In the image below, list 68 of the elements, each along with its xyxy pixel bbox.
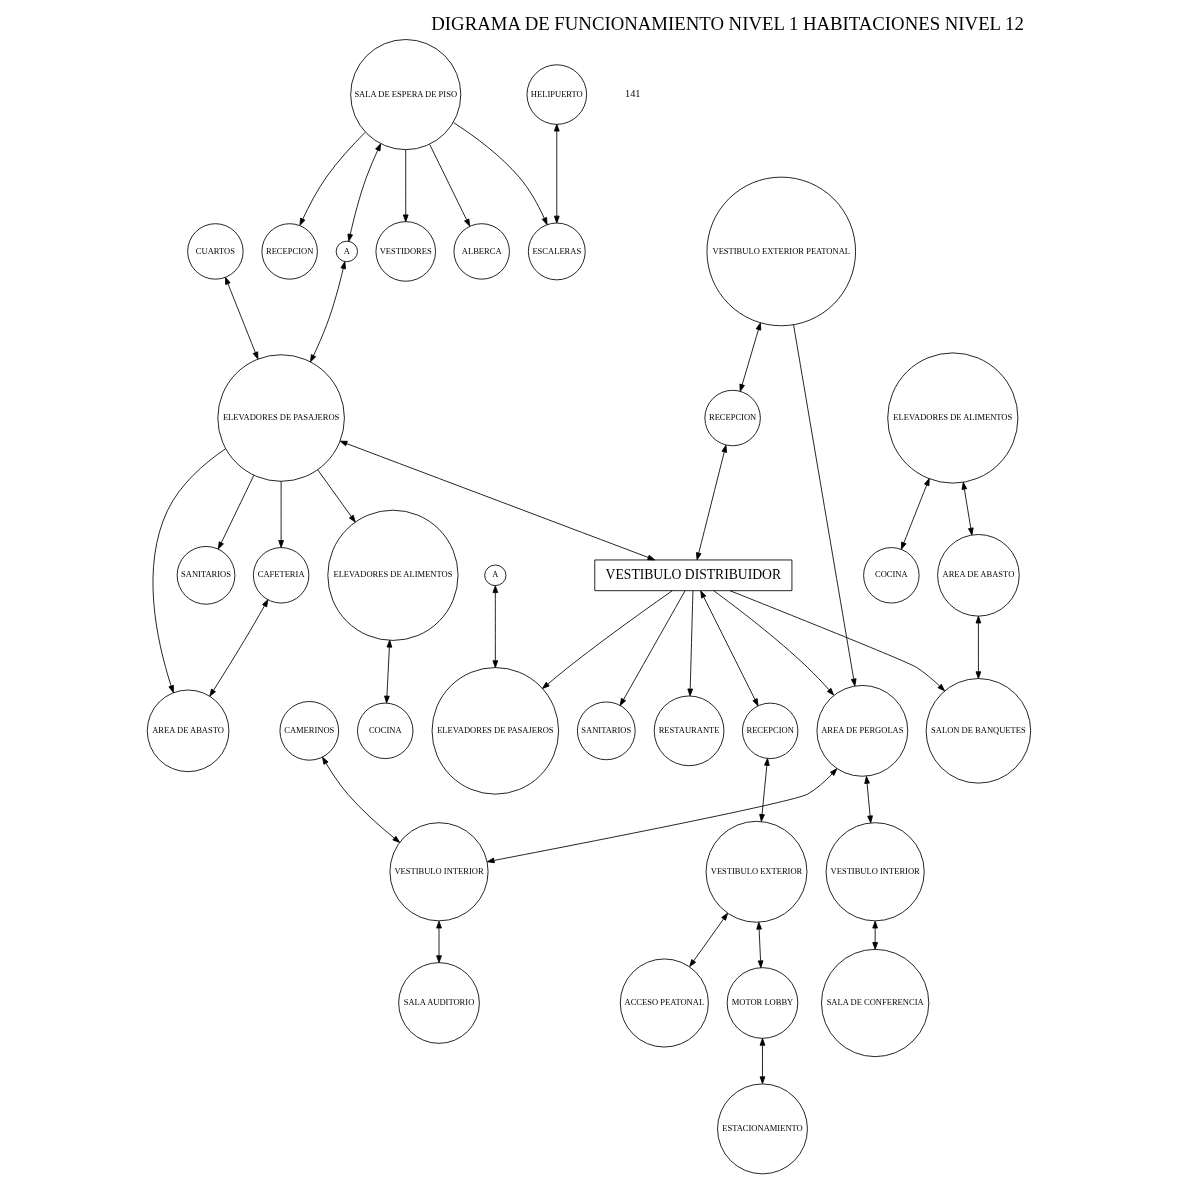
arrow xyxy=(299,131,366,226)
node-circle: CAFETERIA xyxy=(252,547,309,604)
arrow xyxy=(553,123,560,224)
arrow xyxy=(339,440,655,561)
arrow xyxy=(686,590,693,697)
node-circle: VESTIDORES xyxy=(375,221,436,282)
arrow xyxy=(492,585,498,668)
arrow xyxy=(729,590,945,692)
arrow xyxy=(738,322,761,392)
node-circle: ELEVADORES DE PASAJEROS xyxy=(431,667,559,795)
arrow xyxy=(975,615,981,679)
node-circle: SANITARIOS xyxy=(576,701,636,761)
arrow xyxy=(152,448,226,693)
arrow xyxy=(486,768,837,864)
arrow xyxy=(277,480,284,548)
node-circle: ESTACIONAMIENTO xyxy=(716,1083,808,1175)
arrow xyxy=(759,1038,765,1085)
arrow xyxy=(452,122,548,226)
arrow xyxy=(316,469,356,523)
arrow xyxy=(309,261,346,363)
node-circle: A xyxy=(483,564,506,586)
node-circle: VESTIBULO INTERIOR xyxy=(825,822,925,922)
arrow xyxy=(688,912,728,967)
node-circle: SALA DE CONFERENCIA xyxy=(820,948,929,1058)
node-circle: RECEPCION xyxy=(261,223,318,280)
node-circle: AREA DE ABASTO xyxy=(936,534,1020,617)
label: 141 xyxy=(624,88,640,100)
node-circle: COCINA xyxy=(356,702,413,759)
arrow xyxy=(217,474,254,550)
node-circle: ESCALERAS xyxy=(527,222,586,281)
arrow xyxy=(208,599,268,697)
node-circle: SALA AUDITORIO xyxy=(397,962,480,1044)
node-circle: COCINA xyxy=(862,547,920,604)
arrow xyxy=(863,776,873,824)
node-circle: SANITARIOS xyxy=(176,546,235,605)
arrow xyxy=(792,324,856,687)
arrow xyxy=(346,143,381,242)
node-circle: ELEVADORES DE ALIMENTOS xyxy=(886,352,1018,484)
node-box: VESTIBULO DISTRIBUIDOR xyxy=(593,559,792,592)
arrow xyxy=(321,756,400,843)
arrow xyxy=(695,444,727,561)
arrow xyxy=(224,276,258,360)
arrow xyxy=(383,639,392,704)
node-circle: RECEPCION xyxy=(703,389,761,447)
arrow xyxy=(402,149,409,223)
node-circle: ELEVADORES DE ALIMENTOS xyxy=(326,509,458,641)
arrow xyxy=(428,144,470,227)
node-circle: SALON DE BANQUETES xyxy=(925,678,1031,784)
arrow xyxy=(699,590,758,707)
arrow xyxy=(541,590,673,689)
node-circle: MOTOR LOBBY xyxy=(726,967,798,1039)
node-circle: VESTIBULO EXTERIOR PEATONAL xyxy=(706,176,856,327)
diagram-title: DIGRAMA DE FUNCIONAMIENTO NIVEL 1 HABITACIONES NIVEL 12 xyxy=(430,13,1024,35)
node-circle: CAMERINOS xyxy=(279,701,339,761)
arrow xyxy=(619,590,685,706)
node-circle: A xyxy=(335,240,358,263)
node-circle: RESTAURANTE xyxy=(653,695,724,767)
node-circle: HELIPUERTO xyxy=(526,64,587,125)
arrow xyxy=(871,920,878,950)
arrow xyxy=(755,921,763,969)
arrow xyxy=(961,481,974,536)
arrow xyxy=(712,590,834,696)
node-circle: ALBERCA xyxy=(453,223,510,280)
node-circle: RECEPCION xyxy=(741,702,798,759)
arrow xyxy=(758,758,770,822)
node-circle: CUARTOS xyxy=(186,223,244,280)
arrow xyxy=(900,478,930,550)
arrow xyxy=(435,920,442,963)
